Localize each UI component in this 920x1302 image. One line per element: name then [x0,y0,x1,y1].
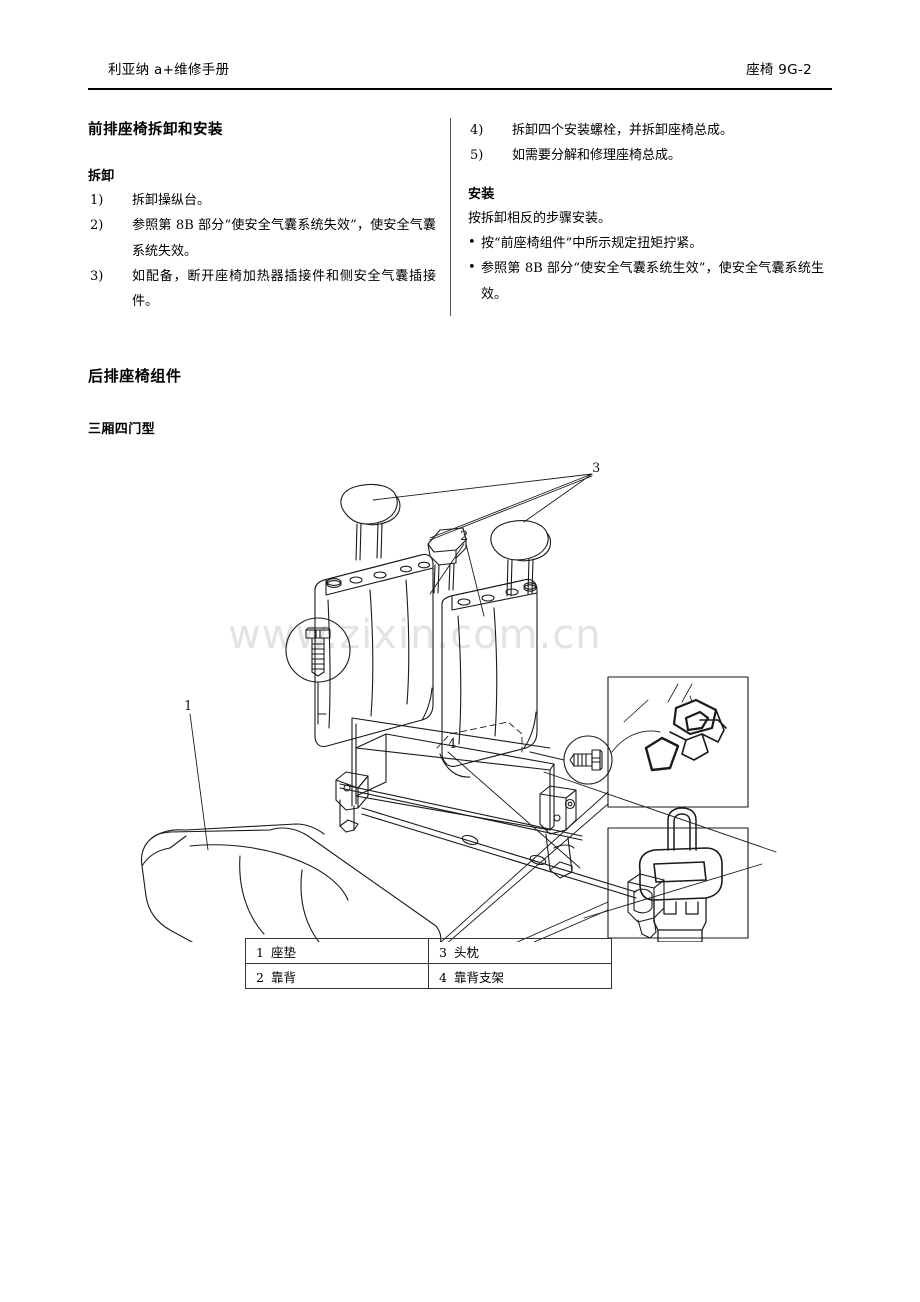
bullet-icon: • [468,260,476,276]
list-item: 3) 如配备，断开座椅加热器插接件和侧安全气囊插接件。 [88,264,436,315]
callout-label-4: 4 [448,737,456,752]
seatback-frame-panel-icon [339,717,583,841]
callout-label-1: 1 [184,699,192,714]
legend-cell-2: 2 靠背 [245,963,429,989]
detail-box-latch [607,676,749,808]
seat-cushion-icon [140,823,442,942]
step-text: 如配备，断开座椅加热器插接件和侧安全气囊插接件。 [132,269,436,310]
list-item: • 按“前座椅组件”中所示规定扭矩拧紧。 [468,231,824,256]
list-item: 1) 拆卸操纵台。 [88,188,436,213]
step-number: 3) [90,269,104,285]
bullet-text: 参照第 8B 部分“使安全气囊系统生效”，使安全气囊系统生效。 [481,261,824,302]
floor-plane-lines [543,771,777,919]
step-text: 参照第 8B 部分“使安全气囊系统失效”，使安全气囊系统失效。 [132,218,436,259]
right-text-column: 4) 拆卸四个安装螺栓，并拆卸座椅总成。 5) 如需要分解和修理座椅总成。 安装… [468,118,824,307]
callout-label-2: 2 [460,529,468,544]
bolt-callout-right [529,735,613,785]
step-number: 1) [90,193,104,208]
table-row: 1 座垫 3 头枕 [245,938,612,964]
installation-intro-text: 按拆卸相反的步骤安装。 [468,210,612,226]
rear-seat-assembly-heading: 后排座椅组件 [88,367,182,385]
legend-index: 3 [439,944,447,960]
step-text: 拆卸四个安装螺栓，并拆卸座椅总成。 [512,123,734,138]
page-header: 利亚纳 a+维修手册 座椅 9G-2 [108,58,812,86]
legend-index: 2 [256,969,264,985]
callout-2-leader-lines [429,543,485,617]
legend-label: 靠背 [270,969,296,985]
hinge-bracket-left-icon [335,771,369,833]
legend-label: 座垫 [270,944,296,960]
detail-box-headrest-guide [607,807,749,942]
left-text-column: 前排座椅拆卸和安装 拆卸 1) 拆卸操纵台。 2) 参照第 8B 部分“使安全气… [88,118,436,315]
list-item: 4) 拆卸四个安装螺栓，并拆卸座椅总成。 [468,118,824,143]
bolt-callout-upper-left [285,617,351,725]
list-item: 2) 参照第 8B 部分“使安全气囊系统失效”，使安全气囊系统失效。 [88,213,436,264]
installation-bullet-list: • 按“前座椅组件”中所示规定扭矩拧紧。 • 参照第 8B 部分“使安全气囊系统… [468,231,824,307]
bolt-vertical-icon [305,627,331,677]
legend-cell-1: 1 座垫 [245,938,429,964]
front-seat-section-title: 前排座椅拆卸和安装 [88,122,223,138]
seatback-support-rail-icon [361,807,637,899]
headrest-left-icon [340,483,401,561]
header-divider-rule [88,88,832,90]
bolt-horizontal-icon [569,749,603,771]
rear-seat-exploded-diagram: 3 2 1 4 [130,452,780,942]
callout-label-3: 3 [592,461,600,476]
headrest-right-icon [490,520,552,597]
column-divider-rule [450,118,451,316]
manual-title: 利亚纳 a+维修手册 [108,62,230,78]
seatback-left-icon [314,553,434,748]
hidden-edge-dashed-line [436,721,523,753]
legend-index: 1 [256,944,264,960]
table-row: 2 靠背 4 靠背支架 [245,963,612,989]
removal-heading: 拆卸 [88,169,115,184]
striker-bracket-right-icon [627,873,665,939]
callout-3-leader-lines [372,473,593,541]
installation-heading: 安装 [468,186,495,202]
list-item: • 参照第 8B 部分“使安全气囊系统生效”，使安全气囊系统生效。 [468,256,824,307]
detail-box-guide-leader-lines [516,901,609,942]
bullet-text: 按“前座椅组件”中所示规定扭矩拧紧。 [481,236,703,252]
step-number: 4) [470,123,484,138]
step-number: 2) [90,218,104,234]
legend-label: 头枕 [453,944,479,960]
step-text: 如需要分解和修理座椅总成。 [512,148,682,164]
parts-legend-table: 1 座垫 3 头枕 2 靠背 4 靠背支架 [245,938,612,989]
callout-1-leader-line [189,713,209,851]
seatback-right-icon [439,578,538,778]
detail-box-latch-leader-lines [440,791,609,942]
step-number: 5) [470,148,484,164]
callout-4-leader-line [447,751,581,869]
list-item: 5) 如需要分解和修理座椅总成。 [468,143,824,168]
legend-cell-4: 4 靠背支架 [428,963,612,989]
legend-cell-3: 3 头枕 [428,938,612,964]
legend-label: 靠背支架 [453,969,504,985]
page-reference: 座椅 9G-2 [746,62,812,78]
step-text: 拆卸操纵台。 [132,193,211,208]
removal-step-list-left: 1) 拆卸操纵台。 2) 参照第 8B 部分“使安全气囊系统失效”，使安全气囊系… [88,188,436,315]
headrest-center-icon [427,527,467,594]
bullet-icon: • [468,235,476,251]
body-variant-heading: 三厢四门型 [88,422,156,437]
removal-step-list-right: 4) 拆卸四个安装螺栓，并拆卸座椅总成。 5) 如需要分解和修理座椅总成。 [468,118,824,169]
legend-index: 4 [439,969,447,985]
